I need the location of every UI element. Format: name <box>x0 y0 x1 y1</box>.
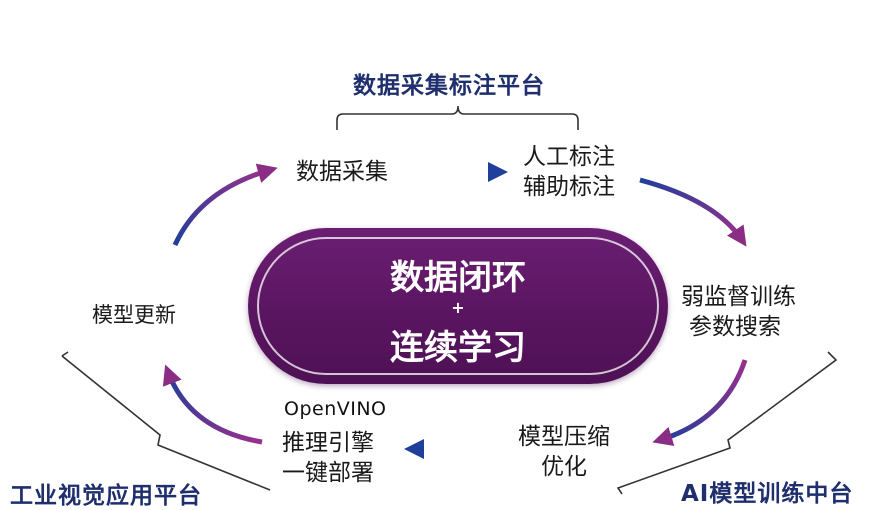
center-pill: 数据闭环 + 连续学习 <box>248 228 668 384</box>
arrow-deploy-update <box>162 364 263 445</box>
right-bracket <box>616 351 838 495</box>
center-plus: + <box>451 298 465 317</box>
arrow-train-compress <box>652 359 748 447</box>
platform-title-left: 工业视觉应用平台 <box>10 483 202 509</box>
left-bracket <box>61 355 271 491</box>
arrow-annotate-train <box>639 177 747 247</box>
node-deploy-line2: 一键部署 <box>282 460 374 486</box>
node-annotate-line1: 人工标注 <box>523 144 615 170</box>
node-train-line2: 参数搜索 <box>689 314 781 340</box>
top-bracket <box>336 105 579 130</box>
openvino-logo: OpenVINO <box>284 398 387 420</box>
arrow-update-collect <box>172 163 278 247</box>
node-compress: 模型压缩 优化 <box>518 422 610 482</box>
node-deploy-line1: 推理引擎 <box>282 430 374 456</box>
platform-title-top: 数据采集标注平台 <box>353 73 545 99</box>
node-collect: 数据采集 <box>296 159 388 185</box>
node-deploy: 推理引擎 一键部署 <box>282 428 374 488</box>
center-pill-border <box>257 237 659 375</box>
node-compress-line2: 优化 <box>541 454 587 480</box>
node-annotate-line2: 辅助标注 <box>523 174 615 200</box>
platform-title-right: AI模型训练中台 <box>681 481 854 507</box>
node-train: 弱监督训练 参数搜索 <box>681 282 796 342</box>
node-train-line1: 弱监督训练 <box>681 284 796 310</box>
node-annotate: 人工标注 辅助标注 <box>523 142 615 202</box>
center-title-line2: 连续学习 <box>390 328 526 368</box>
node-update: 模型更新 <box>92 303 176 327</box>
node-compress-line1: 模型压缩 <box>518 424 610 450</box>
center-title-line1: 数据闭环 <box>390 258 526 298</box>
